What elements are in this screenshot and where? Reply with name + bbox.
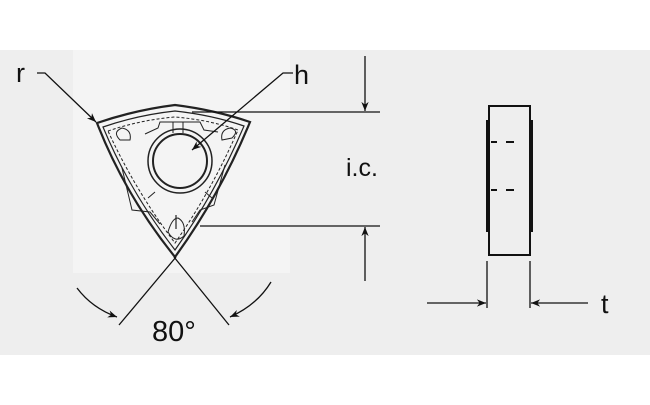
angle-line-right — [173, 256, 230, 326]
angle-line-left — [118, 256, 177, 326]
inscribed-circle-label: i.c. — [346, 154, 378, 182]
center-hole — [147, 128, 213, 194]
angle-arc-arrow-left — [76, 287, 118, 318]
angle-arc-arrow-right — [229, 281, 272, 318]
hole-diameter-label: h — [294, 60, 309, 90]
insert-panel — [73, 50, 290, 273]
insert-side-view — [486, 105, 533, 256]
included-angle-label: 80° — [152, 316, 196, 348]
h-leader-arrow — [191, 72, 293, 151]
thickness-label: t — [601, 289, 609, 319]
corner-radius-label: r — [16, 58, 25, 88]
insert-top-view — [95, 103, 252, 259]
r-leader-arrow — [37, 72, 97, 123]
